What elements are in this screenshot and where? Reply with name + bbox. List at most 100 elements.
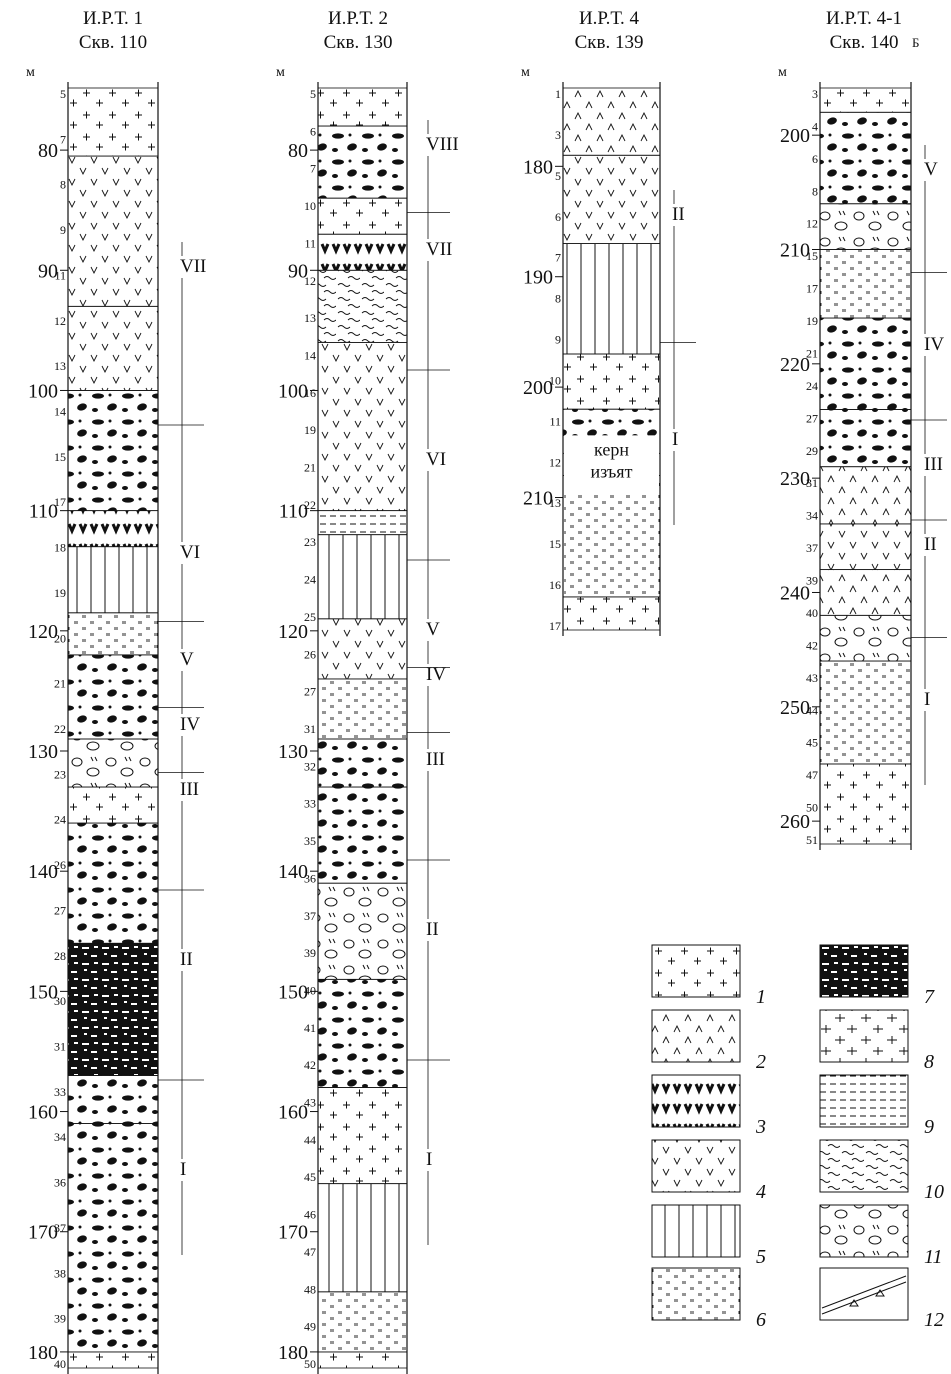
unit-label-bg	[174, 949, 204, 971]
layer-number: 12	[304, 274, 316, 288]
depth-tick-label: 140	[28, 861, 58, 883]
unit-label-bg	[174, 649, 197, 671]
unit-label-bg	[174, 714, 204, 736]
unit-label-bg	[420, 749, 457, 771]
layer-number: 32	[304, 759, 316, 773]
lithology-interval	[317, 1351, 408, 1369]
layer-number: 43	[304, 1096, 316, 1110]
layer-number: 24	[304, 573, 316, 587]
legend-item: 5	[651, 1204, 766, 1268]
layer-number: 17	[549, 619, 561, 633]
column-title: И.Р.Т. 1	[83, 8, 143, 29]
layer-number: 42	[806, 638, 818, 652]
stratigraphic-unit-label: IV	[924, 334, 944, 355]
layer-number: 6	[310, 124, 316, 138]
layer-number: 5	[555, 169, 561, 183]
depth-tick-label: 80	[288, 140, 308, 162]
lithology-interval	[317, 341, 408, 512]
layer-number: 12	[806, 217, 818, 231]
depth-unit-label: м	[778, 65, 787, 80]
lithology-interval	[317, 1087, 408, 1185]
legend-swatch	[819, 1074, 909, 1128]
layer-number: 40	[806, 606, 818, 620]
legend-item: 11	[819, 1204, 943, 1268]
legend-swatch	[819, 1139, 909, 1193]
stratigraphic-unit-label: II	[180, 949, 193, 970]
layer-number: 49	[304, 1320, 316, 1334]
layer-number: 43	[806, 671, 818, 685]
lithology-interval	[317, 978, 408, 1088]
layer-number: 44	[806, 703, 818, 717]
layer-number: 16	[549, 578, 561, 592]
layer-number: 47	[806, 768, 818, 782]
unit-label-bg	[917, 454, 951, 476]
layer-number: 23	[54, 767, 66, 781]
legend-number: 11	[924, 1246, 943, 1268]
log-column-c4: 2002102202302402502603468121517192124272…	[780, 82, 951, 850]
layer-number: 7	[60, 132, 66, 146]
layer-number: 22	[304, 498, 316, 512]
legend-number: 3	[755, 1116, 766, 1138]
layer-number: 14	[54, 405, 66, 419]
core-removed-box	[564, 435, 659, 494]
layer-number: 6	[812, 152, 818, 166]
lithology-interval	[317, 618, 408, 680]
layer-number: 24	[54, 813, 66, 827]
layer-number: 26	[304, 647, 316, 661]
depth-tick-label: 180	[278, 1342, 308, 1364]
layer-number: 40	[304, 983, 316, 997]
layer-number: 26	[54, 858, 66, 872]
stratigraphic-unit-label: II	[672, 204, 685, 225]
layer-number: 39	[304, 946, 316, 960]
layer-number: 24	[806, 379, 818, 393]
unit-label-bg	[666, 429, 689, 451]
lithology-interval	[317, 197, 408, 235]
legend-swatch	[651, 1139, 741, 1193]
layer-number: 13	[304, 311, 316, 325]
layer-number: 37	[54, 1221, 66, 1235]
well-label: Скв. 139	[575, 32, 644, 53]
legend-number: 4	[756, 1181, 766, 1203]
lithology-interval	[317, 510, 408, 536]
layer-number: 13	[54, 359, 66, 373]
lithology-interval	[317, 1183, 408, 1293]
layer-number: 47	[304, 1245, 316, 1259]
legend-swatch	[651, 944, 741, 998]
depth-tick-label: 180	[28, 1342, 58, 1364]
lithology-interval	[819, 569, 912, 616]
lithology-interval	[67, 738, 159, 788]
column-title: И.Р.Т. 2	[328, 8, 388, 29]
layer-number: 33	[304, 797, 316, 811]
depth-tick-label: 170	[28, 1222, 58, 1244]
lithology-interval	[819, 87, 912, 113]
lithology-interval	[562, 154, 661, 244]
layer-number: 45	[304, 1170, 316, 1184]
layer-number: 21	[304, 461, 316, 475]
lithology-interval	[819, 317, 912, 410]
unit-label-bg	[420, 134, 464, 156]
unit-label-bg	[174, 542, 204, 564]
well-label: Скв. 140	[830, 32, 899, 53]
layer-number: 8	[555, 292, 561, 306]
log-column-c3: кернизъят1801902002101356789101112131516…	[523, 82, 696, 636]
layer-number: 25	[304, 610, 316, 624]
lithology-interval	[317, 269, 408, 343]
legend-number: 5	[756, 1246, 766, 1268]
layer-number: 15	[549, 537, 561, 551]
layer-number: 19	[54, 586, 66, 600]
stratigraphic-unit-label: VII	[180, 256, 206, 277]
legend-item: 4	[651, 1139, 766, 1203]
lithology-interval	[562, 475, 661, 598]
lithology-interval	[317, 87, 408, 127]
layer-number: 18	[54, 541, 66, 555]
depth-tick-label: 100	[278, 380, 308, 402]
depth-tick-label: 100	[28, 380, 58, 402]
layer-number: 13	[549, 496, 561, 510]
lithology-interval	[67, 305, 159, 391]
legend-item: 1	[651, 944, 766, 1008]
well-label: Скв. 130	[324, 32, 393, 53]
layer-number: 50	[806, 801, 818, 815]
layer-number: 38	[54, 1266, 66, 1280]
unit-label-bg	[420, 449, 450, 471]
lithology-interval	[317, 1291, 408, 1353]
